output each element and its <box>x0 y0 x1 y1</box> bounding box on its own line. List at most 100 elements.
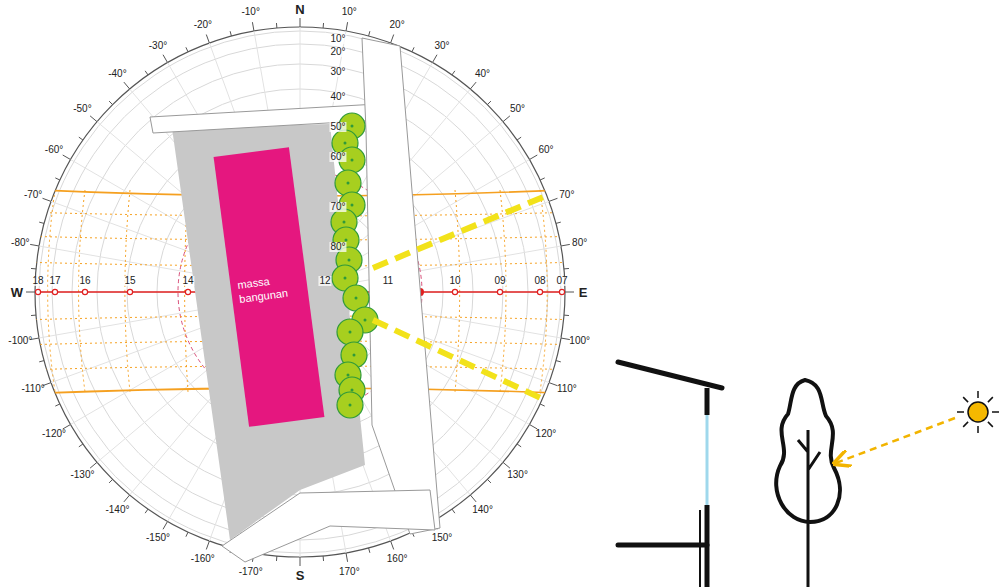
azimuth-tick <box>252 22 254 31</box>
azimuth-label: 10° <box>341 7 358 17</box>
tree-crown <box>337 392 363 418</box>
azimuth-tick <box>470 495 476 502</box>
azimuth-tick <box>90 462 97 468</box>
azimuth-tick <box>323 556 324 561</box>
azimuth-tick <box>79 444 83 447</box>
hour-label: 17 <box>48 276 61 286</box>
azimuth-tick <box>391 541 394 549</box>
azimuth-tick <box>124 495 130 502</box>
hour-label: 08 <box>533 276 546 286</box>
azimuth-label: 140° <box>471 505 494 515</box>
horizon-circle <box>35 27 565 557</box>
azimuth-tick <box>412 47 414 52</box>
azimuth-label: -130° <box>69 470 95 480</box>
azimuth-tick <box>556 361 561 362</box>
azimuth-label: -70° <box>23 190 43 200</box>
azimuth-label: 20° <box>389 20 406 30</box>
azimuth-label: 110° <box>556 384 578 394</box>
hour-label: 14 <box>181 276 194 286</box>
sun-icon <box>968 402 988 422</box>
azimuth-tick <box>540 178 545 180</box>
hour-label: 11 <box>382 276 394 286</box>
azimuth-label: -20° <box>193 20 213 30</box>
azimuth-tick <box>369 31 370 36</box>
azimuth-label: 50° <box>509 104 526 114</box>
azimuth-label: -110° <box>20 384 45 394</box>
azimuth-tick <box>30 244 39 246</box>
azimuth-tick <box>145 509 148 513</box>
azimuth-tick <box>39 222 44 223</box>
azimuth-label: -140° <box>104 505 130 515</box>
azimuth-label: -10° <box>240 7 260 17</box>
azimuth-tick <box>186 47 188 52</box>
altitude-label: 50° <box>329 122 346 132</box>
tree-crown <box>337 319 363 345</box>
hour-label: 10 <box>448 276 461 286</box>
azimuth-label: -30° <box>148 41 168 51</box>
azimuth-tick <box>323 23 324 28</box>
azimuth-tick <box>452 509 455 513</box>
azimuth-label: 30° <box>433 41 450 51</box>
azimuth-label: -120° <box>41 429 67 439</box>
sun-ray-lines <box>373 195 548 400</box>
altitude-label: 70° <box>329 202 346 212</box>
compass-point: N <box>294 3 305 16</box>
azimuth-line <box>300 246 561 292</box>
building-label: massa bangunan <box>237 271 303 306</box>
site-boundary <box>362 38 440 534</box>
azimuth-tick <box>79 137 83 140</box>
azimuth-tick <box>517 444 521 447</box>
altitude-label: 30° <box>329 67 346 77</box>
azimuth-tick <box>109 101 113 105</box>
azimuth-tick <box>564 268 569 269</box>
azimuth-tick <box>503 462 510 468</box>
azimuth-tick <box>31 315 36 316</box>
section-sketch <box>618 362 999 587</box>
azimuth-label: 130° <box>506 470 529 480</box>
azimuth-tick <box>206 541 209 549</box>
azimuth-tick <box>487 479 491 483</box>
azimuth-tick <box>90 116 97 122</box>
azimuth-label: -100° <box>7 336 33 346</box>
azimuth-tick <box>561 338 570 340</box>
azimuth-tick <box>565 292 574 293</box>
azimuth-label: -60° <box>44 145 64 155</box>
altitude-label: 20° <box>329 47 346 57</box>
azimuth-tick <box>452 71 455 75</box>
azimuth-label: 40° <box>474 69 491 79</box>
hour-label: 16 <box>78 276 91 286</box>
azimuth-tick <box>346 22 348 31</box>
azimuth-tick <box>276 23 277 28</box>
azimuth-tick <box>276 556 277 561</box>
azimuth-tick <box>487 101 491 105</box>
azimuth-tick <box>63 155 71 160</box>
site-plan <box>150 38 440 562</box>
azimuth-tick <box>109 479 113 483</box>
azimuth-tick <box>230 31 231 36</box>
azimuth-label: 170° <box>338 567 361 577</box>
azimuth-label: 150° <box>431 533 454 543</box>
azimuth-label: 60° <box>537 145 554 155</box>
azimuth-tick <box>561 244 570 246</box>
azimuth-label: -80° <box>10 238 30 248</box>
azimuth-tick <box>433 55 438 63</box>
azimuth-tick <box>206 35 209 43</box>
azimuth-tick <box>503 116 510 122</box>
azimuth-tick <box>145 71 148 75</box>
azimuth-label: -40° <box>107 69 127 79</box>
azimuth-tick <box>549 198 557 201</box>
azimuth-tick <box>549 383 557 386</box>
azimuth-tick <box>540 404 545 406</box>
azimuth-label: -150° <box>145 533 171 543</box>
altitude-label: 40° <box>329 92 346 102</box>
hour-label: 12 <box>318 276 331 286</box>
azimuth-label: -170° <box>238 567 264 577</box>
azimuth-label: 100° <box>568 336 591 346</box>
hour-label: 09 <box>493 276 506 286</box>
azimuth-tick <box>43 198 51 201</box>
site-shade <box>172 124 365 540</box>
azimuth-tick <box>26 292 35 293</box>
azimuth-tick <box>517 137 521 140</box>
azimuth-label: -160° <box>190 554 216 564</box>
